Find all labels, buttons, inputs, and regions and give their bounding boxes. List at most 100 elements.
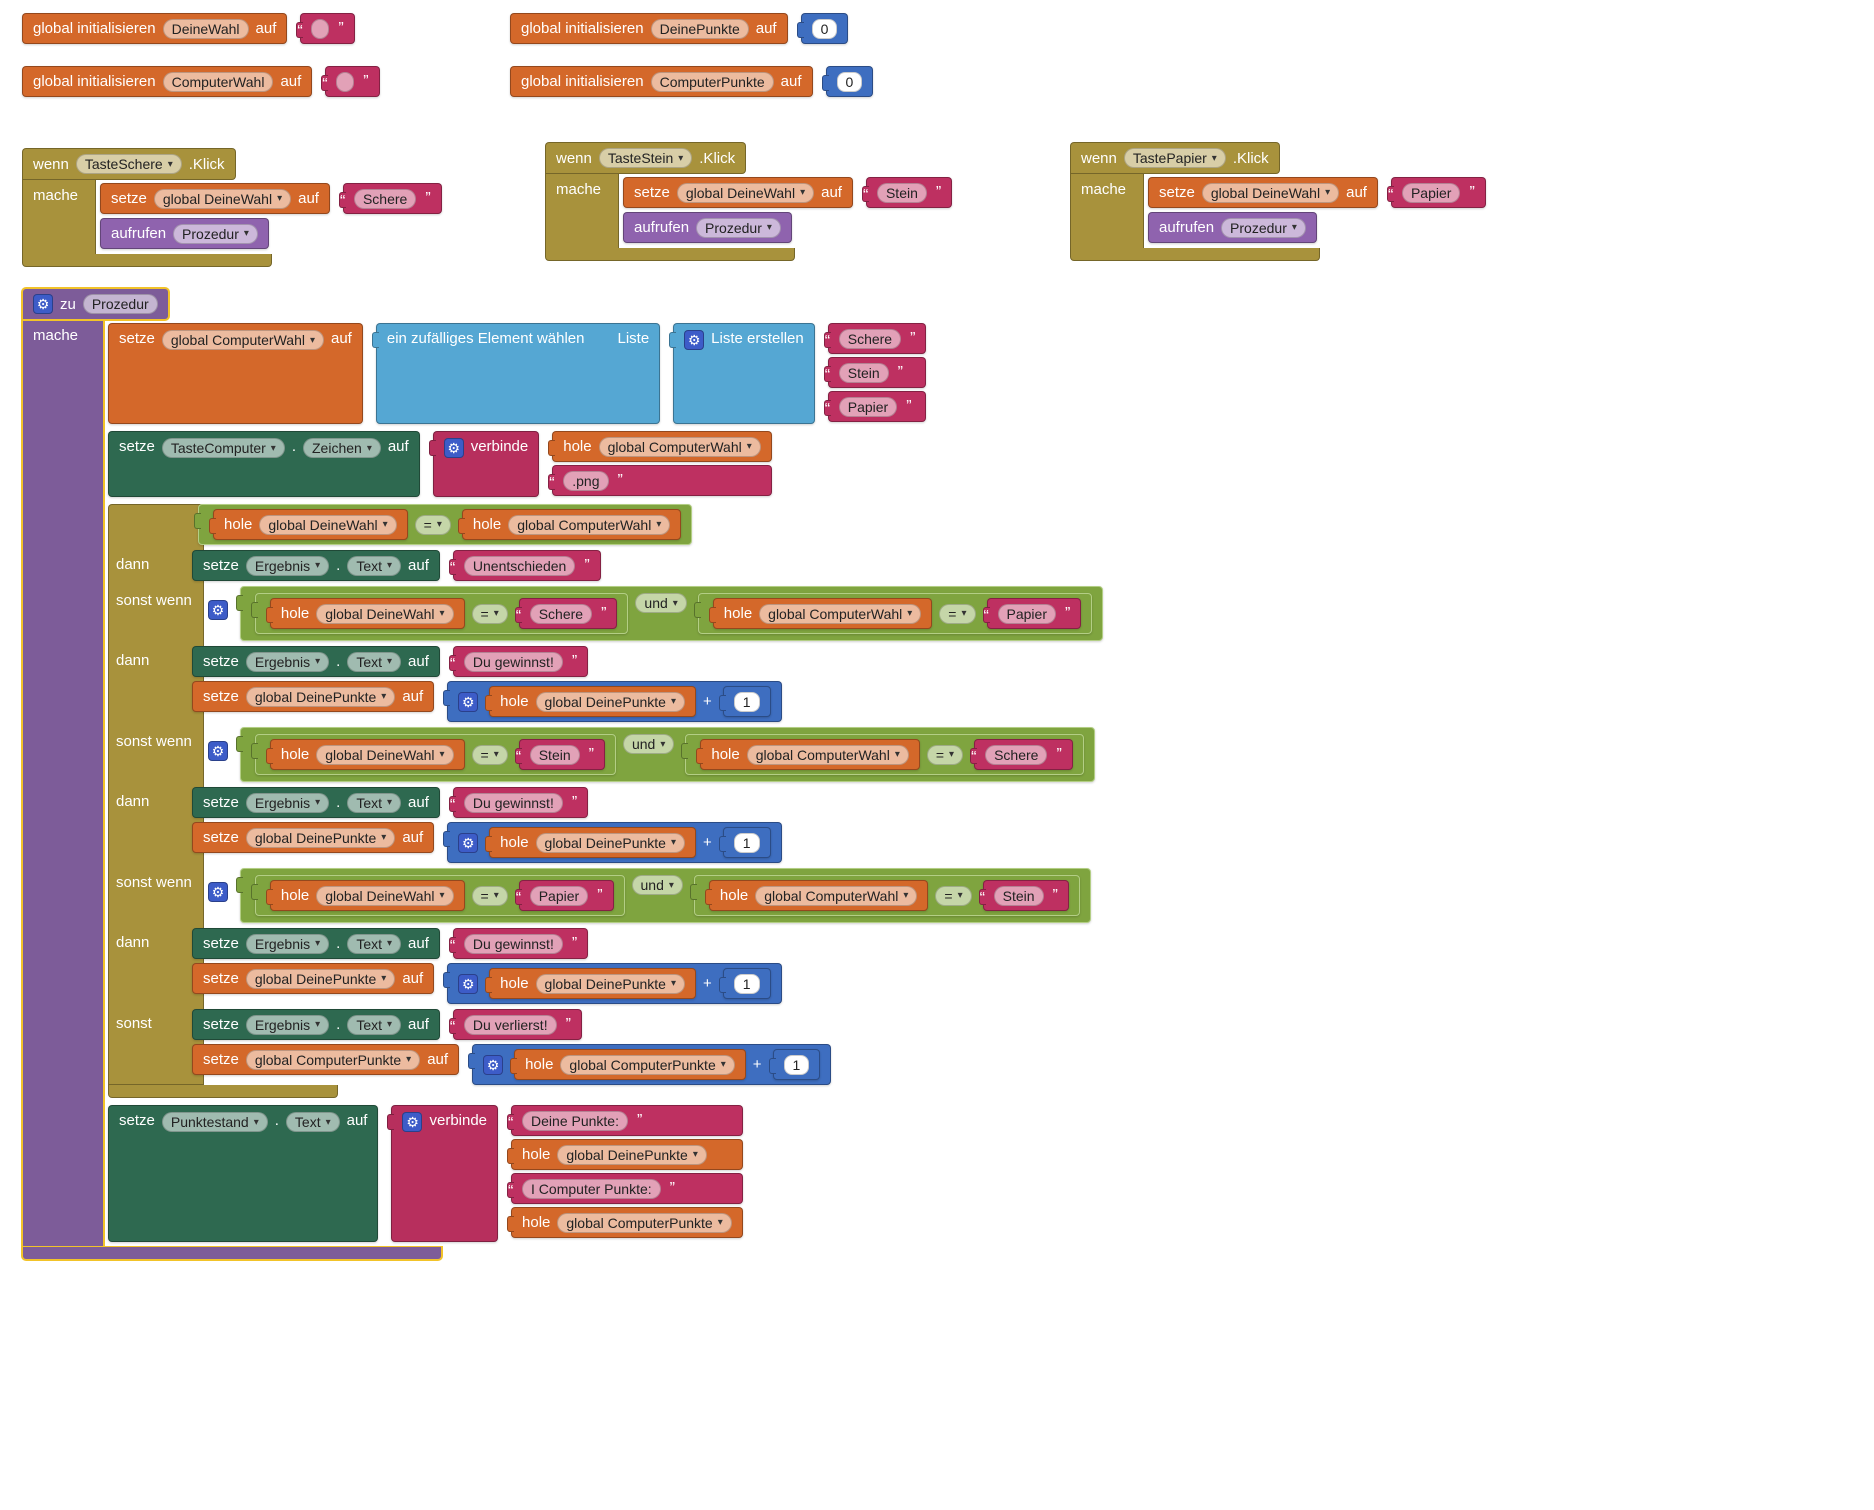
set-component-property-block[interactable]: setze Ergebnis . Text auf [192,646,440,677]
variable-dropdown[interactable]: global ComputerPunkte [557,1212,732,1233]
and-block[interactable]: hole global DeineWahl = Schere und [235,586,1104,641]
number-value-field[interactable]: 1 [783,1054,810,1075]
operator-dropdown[interactable]: = [471,744,508,765]
variable-dropdown[interactable]: global DeinePunkte [245,827,396,848]
pick-random-item-block[interactable]: ein zufälliges Element wählen Liste [371,323,661,424]
text-string-block[interactable]: Papier [982,598,1082,629]
set-component-property-block[interactable]: setze Ergebnis . Text auf [192,928,440,959]
variable-dropdown[interactable]: global ComputerPunkte [560,1054,735,1075]
get-variable-block[interactable]: hole global ComputerWahl [704,880,929,911]
variable-dropdown[interactable]: global ComputerWahl [161,330,324,350]
equals-block[interactable]: hole global DeineWahl = Schere [250,593,629,634]
property-dropdown[interactable]: Zeichen [303,438,381,458]
variable-name-field[interactable]: ComputerWahl [162,71,274,92]
mutator-gear-icon[interactable] [458,832,479,853]
variable-dropdown[interactable]: global ComputerWahl [508,514,671,535]
mutator-gear-icon[interactable] [402,1112,423,1132]
make-list-block[interactable]: Liste erstellen [669,323,815,424]
text-string-block[interactable]: Papier [823,391,927,422]
text-value-field[interactable]: Du gewinnst! [463,651,563,672]
math-add-block[interactable]: hole global DeinePunkte + 1 [443,963,782,1004]
set-variable-block[interactable]: setze global DeinePunkte auf [192,963,435,994]
number-block[interactable]: 1 [718,968,771,999]
variable-dropdown[interactable]: global ComputerWahl [759,603,922,624]
component-dropdown[interactable]: Ergebnis [245,555,330,576]
event-block-tastepapier[interactable]: wenn TastePapier .Klick mache setze glob… [1070,142,1486,261]
text-value-field[interactable]: Papier [838,396,898,417]
get-variable-block[interactable]: hole global DeinePunkte [485,827,696,858]
procedure-name-field[interactable]: Prozedur [82,294,158,314]
get-variable-block[interactable]: hole global DeineWahl [209,509,408,540]
call-procedure-block[interactable]: aufrufen Prozedur [1148,212,1317,243]
variable-dropdown[interactable]: global DeinePunkte [535,832,685,853]
variable-dropdown[interactable]: global DeinePunkte [557,1144,707,1165]
procedure-dropdown[interactable]: Prozedur [696,217,781,238]
get-variable-block[interactable]: hole global ComputerPunkte [510,1049,746,1080]
equals-block[interactable]: hole global DeineWahl = Papier [250,875,625,916]
mutator-gear-icon[interactable] [483,1054,504,1075]
text-string-block[interactable]: Deine Punkte: [507,1105,743,1136]
variable-dropdown[interactable]: global ComputerWahl [755,885,918,906]
variable-dropdown[interactable]: global DeineWahl [153,188,292,209]
component-dropdown[interactable]: TasteStein [598,148,693,168]
number-value-field[interactable]: 1 [733,832,760,853]
procedure-definition-block[interactable]: zu Prozedur mache setze global ComputerW… [22,288,1104,1260]
event-block-tasteschere[interactable]: wenn TasteSchere .Klick mache setze glob… [22,148,442,267]
event-block-tastestein[interactable]: wenn TasteStein .Klick mache setze globa… [545,142,953,261]
set-variable-block[interactable]: setze global DeineWahl auf [100,183,330,214]
variable-dropdown[interactable]: global DeineWahl [676,182,815,203]
text-string-block[interactable]: I Computer Punkte: [507,1173,743,1204]
set-component-property-block[interactable]: setze Ergebnis . Text auf [192,1009,440,1040]
variable-dropdown[interactable]: global DeineWahl [259,514,397,535]
global-init-block[interactable]: global initialisieren ComputerPunkte auf [510,66,813,97]
mutator-gear-icon[interactable] [458,973,479,994]
component-dropdown[interactable]: TastePapier [1123,148,1226,168]
text-string-block[interactable]: Du gewinnst! [448,928,589,959]
call-procedure-block[interactable]: aufrufen Prozedur [623,212,792,243]
text-string-block[interactable]: Stein [861,177,953,208]
text-value-field[interactable]: Deine Punkte: [522,1110,628,1131]
equals-block[interactable]: hole global ComputerWahl = Stein [689,875,1080,916]
text-string-block[interactable]: Schere [514,598,618,629]
text-value-field[interactable]: Stein [876,182,927,203]
variable-dropdown[interactable]: global ComputerWahl [746,744,909,765]
operator-dropdown[interactable]: = [935,885,972,906]
global-init-block[interactable]: global initialisieren DeinePunkte auf [510,13,788,44]
call-procedure-block[interactable]: aufrufen Prozedur [100,218,269,249]
variable-dropdown[interactable]: global DeinePunkte [535,691,685,712]
procedure-dropdown[interactable]: Prozedur [1221,217,1306,238]
number-block[interactable]: 1 [718,827,771,858]
operator-dropdown[interactable]: = [471,603,508,624]
text-string-block[interactable]: Stein [978,880,1069,911]
text-value-field[interactable]: Stein [993,885,1044,906]
text-string-block[interactable]: Schere [970,739,1073,770]
set-variable-block[interactable]: setze global DeineWahl auf [623,177,853,208]
get-variable-block[interactable]: hole global DeinePunkte [485,968,696,999]
join-text-block[interactable]: verbinde [428,431,540,497]
text-value-field[interactable]: Papier [1401,182,1461,203]
mutator-gear-icon[interactable] [458,691,479,712]
component-dropdown[interactable]: Ergebnis [245,651,330,672]
set-variable-block[interactable]: setze global DeinePunkte auf [192,681,435,712]
text-string-block[interactable]: Du gewinnst! [448,646,589,677]
mutator-gear-icon[interactable] [443,438,464,458]
get-variable-block[interactable]: hole global ComputerWahl [457,509,682,540]
number-block[interactable]: 1 [718,686,771,717]
get-variable-block[interactable]: hole global DeineWahl [265,739,465,770]
mutator-gear-icon[interactable] [207,741,228,761]
text-string-block[interactable]: Unentschieden [448,550,601,581]
mutator-gear-icon[interactable] [207,600,228,620]
mutator-gear-icon[interactable] [33,294,53,314]
property-dropdown[interactable]: Text [347,933,402,954]
text-value-field[interactable] [311,18,330,39]
operator-dropdown[interactable]: = [414,514,451,535]
property-dropdown[interactable]: Text [347,792,402,813]
variable-dropdown[interactable]: global ComputerPunkte [245,1049,421,1070]
math-add-block[interactable]: hole global DeinePunkte + 1 [443,681,782,722]
variable-dropdown[interactable]: global DeinePunkte [245,968,396,989]
get-variable-block[interactable]: hole global DeineWahl [265,880,465,911]
text-value-field[interactable]: Papier [997,603,1056,624]
variable-dropdown[interactable]: global DeineWahl [316,885,454,906]
text-string-block[interactable]: Schere [338,183,442,214]
component-dropdown[interactable]: TasteSchere [75,154,182,174]
